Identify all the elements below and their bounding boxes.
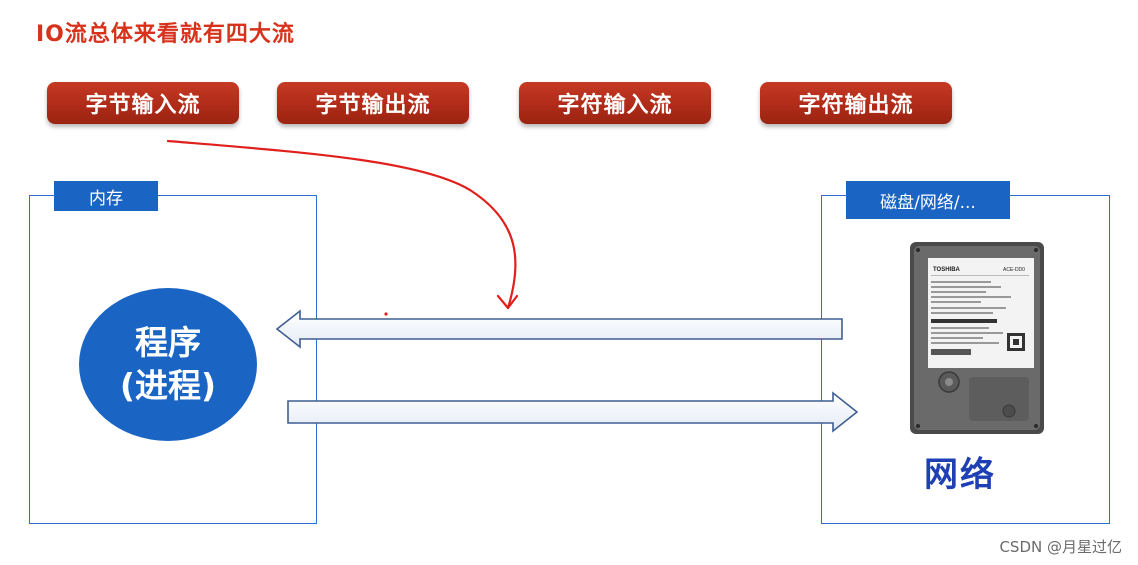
program-label: 程序 xyxy=(135,322,201,362)
input-arrow xyxy=(275,309,843,349)
annotation-curve xyxy=(166,139,517,310)
hard-disk-icon: TOSHIBA ACE-DD0 xyxy=(910,242,1044,434)
annotation-dot xyxy=(384,312,388,316)
char-output-stream-pill: 字符输出流 xyxy=(760,82,952,124)
program-circle: 程序 (进程) xyxy=(79,288,257,441)
watermark: CSDN @月星过亿 xyxy=(999,538,1122,556)
disk-brand: TOSHIBA xyxy=(933,267,961,273)
process-label: (进程) xyxy=(119,365,217,405)
byte-output-stream-pill: 字节输出流 xyxy=(277,82,469,124)
page-title: IO流总体来看就有四大流 xyxy=(36,22,295,47)
annotation-arrowhead xyxy=(496,294,519,310)
byte-input-stream-pill: 字节输入流 xyxy=(47,82,239,124)
disk-model: ACE-DD0 xyxy=(1003,267,1025,273)
output-arrow xyxy=(287,391,859,433)
network-label: 网络 xyxy=(924,455,996,495)
char-input-stream-pill: 字符输入流 xyxy=(519,82,711,124)
storage-tag: 磁盘/网络/... xyxy=(846,181,1010,219)
memory-tag: 内存 xyxy=(54,181,158,211)
